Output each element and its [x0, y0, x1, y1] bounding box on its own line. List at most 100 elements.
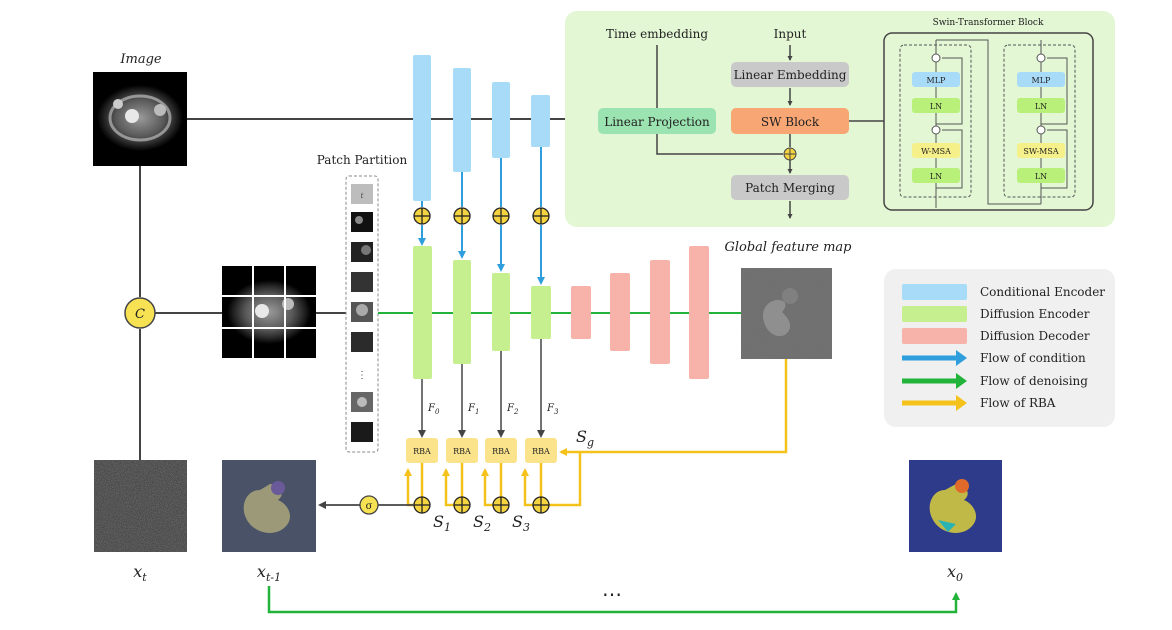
- sw-msa-group: [1003, 44, 1076, 198]
- right-residual-1: [1041, 129, 1068, 189]
- cond-sum-1: [453, 207, 471, 225]
- patch-tile-7: [351, 422, 373, 442]
- swin-block-frame: [883, 32, 1094, 211]
- patch-detail-2: [361, 245, 371, 255]
- linear-embedding-box: [731, 62, 849, 87]
- right-add-2: [1036, 53, 1046, 63]
- rba-sum-2: [492, 496, 510, 514]
- patch-tile-0-label: t: [361, 192, 364, 200]
- left-residual-1: [936, 129, 963, 189]
- sw-msa-box: [1017, 143, 1065, 158]
- rba-box-0: [406, 438, 438, 463]
- global-feature-map-label: Global feature map: [724, 240, 852, 255]
- ct-organ-ring: [108, 94, 172, 142]
- cond-enc-block-3: [531, 95, 550, 147]
- block-connector: [936, 39, 1041, 205]
- patch-detail-1: [355, 216, 363, 224]
- rba-flow: [404, 359, 788, 507]
- condition-flow: [413, 147, 550, 285]
- f2-label: F2: [506, 403, 519, 416]
- cond-sum-0: [413, 207, 431, 225]
- patch-partition-label: Patch Partition: [317, 153, 408, 167]
- ln-label-4: LN: [1035, 102, 1047, 111]
- patched-image: [222, 266, 346, 358]
- legend-swatch-1: [902, 306, 967, 322]
- linear-embedding-label: Linear Embedding: [734, 68, 847, 82]
- x-0-organ-2: [955, 479, 969, 493]
- patch-detail-4: [357, 397, 367, 407]
- patch-merging-label: Patch Merging: [745, 181, 835, 195]
- patch-detail-3: [356, 304, 368, 316]
- s2-label: S2: [473, 512, 491, 534]
- rba-sum-1: [453, 496, 471, 514]
- diff-enc-block-1: [453, 260, 471, 364]
- sw-block-label: SW Block: [761, 115, 820, 129]
- s3-label: S3: [512, 512, 530, 534]
- diffusion-encoder: [413, 246, 551, 379]
- linear-projection-box: [598, 108, 716, 134]
- input-label: Input: [774, 27, 807, 41]
- ellipsis-label: ⋯: [602, 582, 622, 606]
- rba-label-2: RBA: [492, 447, 510, 456]
- ln-box-1: [912, 168, 960, 183]
- s1-label: S1: [433, 512, 451, 534]
- left-residual-2: [936, 57, 963, 125]
- rba-label-1: RBA: [453, 447, 471, 456]
- legend-label-1: Diffusion Encoder: [980, 307, 1090, 321]
- diff-dec-block-0: [571, 286, 591, 339]
- ct-organ-a: [154, 104, 166, 116]
- linear-projection-label: Linear Projection: [604, 115, 710, 129]
- mlp-label-2: MLP: [1032, 76, 1052, 85]
- left-add-2: [931, 53, 941, 63]
- image-label: Image: [119, 52, 162, 67]
- x-t1-organ-2: [271, 481, 285, 495]
- rba-modules: RBA RBA RBA RBA: [406, 438, 557, 463]
- projection-to-sum-line: [656, 134, 783, 155]
- rba-sums: [413, 496, 550, 514]
- cond-sum-3: [532, 207, 550, 225]
- legend-arrow-0-head: [956, 350, 967, 366]
- patched-organ: [282, 298, 294, 310]
- ln-label-3: LN: [1035, 172, 1047, 181]
- sw-block-box: [731, 108, 849, 134]
- mlp-label-1: MLP: [927, 76, 947, 85]
- patched-spine: [255, 304, 269, 318]
- ln-box-2: [912, 98, 960, 113]
- legend-label-0: Conditional Encoder: [980, 285, 1105, 299]
- f0-label: F0: [427, 403, 440, 416]
- legend-swatch-2: [902, 328, 967, 344]
- rba-box-1: [446, 438, 478, 463]
- rba-sum-3: [532, 496, 550, 514]
- diff-dec-block-3: [689, 246, 709, 379]
- patched-body: [227, 280, 311, 344]
- sg-to-sum-line: [549, 452, 582, 507]
- patch-partition: Patch Partition t ⋮: [317, 153, 408, 453]
- s2-feedback: [481, 468, 493, 507]
- x-t1-label: xt-1: [257, 562, 281, 584]
- noise-texture: [94, 460, 187, 552]
- cond-enc-block-1: [453, 68, 471, 172]
- output-final: x0: [909, 460, 1002, 584]
- x-t-label: xt: [133, 562, 147, 584]
- diff-enc-block-3: [531, 286, 551, 339]
- conditional-encoder: [413, 55, 550, 201]
- legend-label-2: Diffusion Decoder: [980, 329, 1090, 343]
- diff-dec-block-2: [650, 260, 670, 364]
- rba-sum-0: [413, 496, 431, 514]
- output-prev: xt-1: [222, 460, 316, 584]
- swin-block-title: Swin-Transformer Block: [933, 18, 1044, 28]
- legend-label-4: Flow of denoising: [980, 374, 1088, 388]
- legend-label-5: Flow of RBA: [980, 396, 1056, 410]
- right-add-1: [1036, 125, 1046, 135]
- diff-enc-block-0: [413, 246, 432, 379]
- global-feature-noise: [741, 268, 832, 359]
- w-msa-box: [912, 143, 960, 158]
- x-t1-organ: [243, 484, 291, 533]
- mlp-box-2: [1017, 72, 1065, 87]
- x-0-label: x0: [947, 562, 963, 584]
- s1-feedback: [442, 468, 454, 507]
- ln-label-2: LN: [930, 102, 942, 111]
- rba-box-3: [525, 438, 557, 463]
